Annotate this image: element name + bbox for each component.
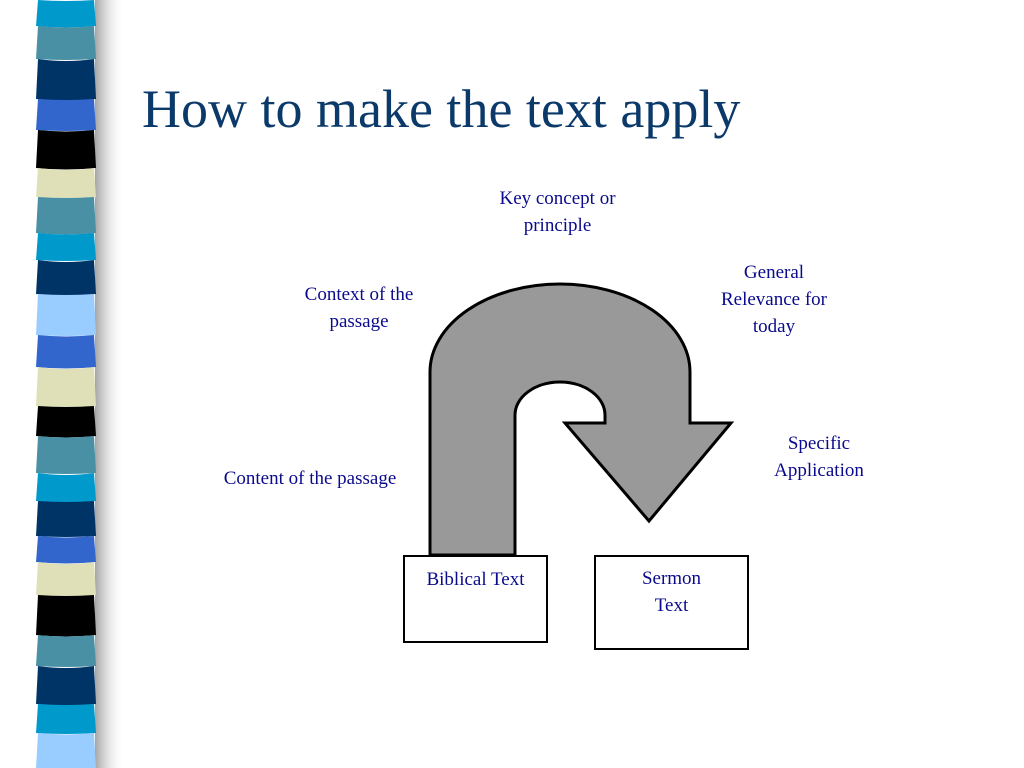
stripe-band (36, 59, 96, 101)
sermon-text-box: Sermon Text (594, 555, 749, 650)
stripe-band (36, 733, 96, 768)
stripe-band (36, 562, 96, 596)
decorative-stripe-icon (36, 0, 125, 768)
stripe-band (36, 406, 96, 438)
stripe-band (36, 473, 96, 503)
label-general-relevance: General Relevance for today (720, 262, 828, 337)
biblical-text-box: Biblical Text (403, 555, 548, 643)
stripe-band (36, 0, 96, 28)
slide-title: How to make the text apply (142, 79, 741, 139)
stripe-band (36, 635, 96, 667)
stripe-band (36, 501, 96, 537)
stripe-band (36, 595, 96, 637)
label-key-concept: Key concept or principle (499, 188, 616, 236)
stripe-band (36, 260, 96, 296)
stripe-band (36, 666, 96, 706)
stripe-band (36, 294, 96, 336)
stripe-band (36, 536, 96, 564)
stripe-band (36, 233, 96, 261)
stripe-band (36, 168, 96, 198)
label-content: Content of the passage (223, 468, 397, 489)
stripe-band (36, 26, 96, 60)
stripe-band (36, 704, 96, 734)
label-specific-application: Specific Application (774, 433, 864, 481)
stripe-band (36, 367, 96, 407)
stripe-band (36, 436, 96, 474)
stripe-band (36, 335, 96, 369)
stripe-band (36, 99, 96, 131)
stripe-band (36, 197, 96, 235)
label-context: Context of the passage (304, 284, 414, 332)
stripe-band (36, 130, 96, 170)
